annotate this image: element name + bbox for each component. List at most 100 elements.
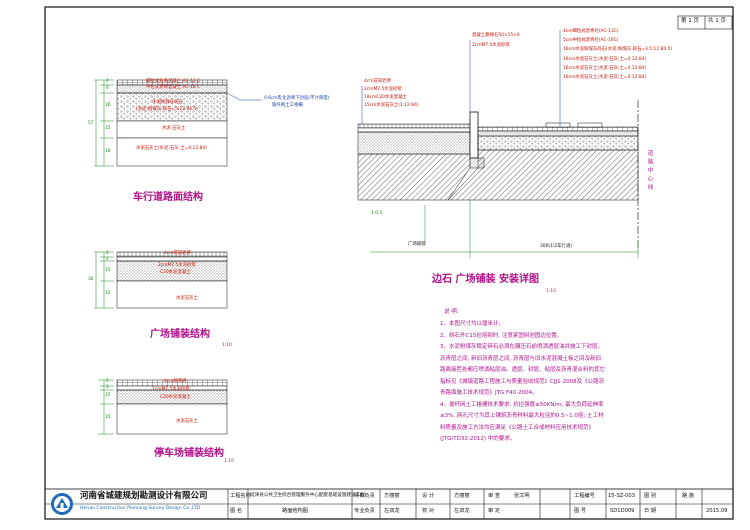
curb-scale: 1:10 [546,289,556,294]
note-line: 1、本图尺寸均以厘米计。 [440,321,505,327]
page-label: 第 1 页 [681,18,699,24]
note-line: 沥青层之间, 新旧沥青层之间, 沥青层与旧水泥混凝土板之间及新旧 [440,355,601,362]
parking-structure-diagram [98,379,228,435]
design-label: 设 计 [422,493,435,499]
road-dim-5: 18 [105,149,111,154]
note-line: (JTG/TD32-2012) 中的要求。 [440,436,516,442]
curb-right-layer-3: 16cm水泥粉煤灰碎石(水泥:粉煤灰:碎石=3.5:12:84.5) [563,47,673,52]
specialty-name: 左双龙 [384,508,400,514]
curb-detail-diagram [357,30,639,258]
note-line: ≤3%, 网孔尺寸为其上铺筑沥青材料最大粒径的0.5~1.0倍; 土工材 [440,413,604,419]
note-line: 指标见《城镇道路工程施工与质量验收规范》CJJ1-2008及《公路沥 [440,378,605,385]
parking-scale: 1:10 [224,459,234,464]
curb-right-layer-2: 5cm中粒式沥青砼(AC-16C) [563,38,619,43]
curb-bottom-left: 广场铺装 [408,242,426,247]
note-line: 4、玻纤网土工格栅技术要求: 抗拉强度≥50KN/m, 最大负荷延伸率 [440,401,604,408]
company-logo-icon [51,493,73,515]
road-layer-5: 水泥石灰土(水泥:石灰:土=4:12:84) [136,146,207,151]
check-name: 左双龙 [454,508,470,514]
type-value: 路 施 [682,493,695,499]
project-name: 延津县公共卫生综合管理服务中心配套基础设施建设工程 [250,493,365,498]
company-name-en: Henan Construction Planning Survey Desig… [80,506,201,511]
road-callout: 0.6cm乳化沥青下封层(不计厚度) [264,96,330,101]
project-no: 15-SZ-003 [608,493,636,499]
note-line: 料质量及施工方法均应满足《公路土工合成材料应用技术规范》 [440,424,595,431]
drawing-no-label: 图 号 [574,508,587,514]
drawing-name: 路面结构图 [282,508,308,514]
plaza-dim-2: 2 [106,257,109,262]
curb-top-label-2: 2cmM7.5水泥砂浆 [472,43,510,48]
plaza-dim-4: 15 [105,291,111,296]
plaza-dim-3: 15 [105,268,111,273]
plaza-scale: 1:10 [222,343,232,348]
plaza-layer-4: 水泥石灰土 [176,296,198,301]
curb-bottom-dim: 300(1/2车行道) [540,244,573,249]
total-pages-label: 共 1 页 [708,18,726,24]
note-line: 路面接茬处都应喷洒粘层油。透层、封层、粘层及沥青混合料的其它 [440,367,606,373]
road-callout-2: 玻纤网土工格栅 [272,103,303,108]
curb-right-layer-1: 4cm细粒式沥青砼(AC-13C) [563,29,619,34]
curb-right-layer-5: 16cm水泥石灰土(水泥:石灰:土=4:12:84) [563,66,647,71]
road-layer-4: 水泥:石灰土 [162,126,186,131]
road-layer-1: 细粒式沥青混凝土 AC-13 C [146,79,201,84]
curb-left-layer-1: 4cm花岗岩砖 [364,79,392,84]
plaza-structure-diagram [94,251,228,309]
parking-dim-4: 15 [105,415,111,420]
road-title: 车行道路面结构 [133,192,203,203]
road-structure-diagram [94,79,262,167]
curb-left-layer-4: 15cm水泥石灰土(1:12:84) [364,103,419,108]
project-no-label: 工程编号 [574,493,595,499]
road-dim-3: 16 [105,103,111,108]
plaza-layer-1: 4cm花岗岩砖 [164,251,192,256]
plaza-layer-3: C20水泥混凝土 [160,270,191,275]
lead-name: 方丽丽 [384,493,400,499]
specialty-label: 专业负责 [354,508,375,514]
road-dim-total: 57 [88,121,94,126]
plaza-dim-1: 4 [106,251,109,256]
plaza-title: 广场铺装结构 [150,329,210,340]
parking-layer-4: 水泥石灰土 [176,419,198,424]
curb-right-layer-4: 16cm水泥石灰土(水泥:石灰:土=4:12:84) [563,57,647,62]
drawing-no: SD1D009 [610,508,635,514]
parking-dim-2: 2 [106,385,109,390]
parking-title: 停车场铺装结构 [154,448,224,459]
parking-layer-3: C20水泥混凝土 [160,395,191,400]
plaza-layer-2: 2cmM7.5水泥砂浆 [158,263,196,268]
curb-title: 边石 广场铺装 安装详图 [432,274,539,285]
curb-left-layer-2: 2cmM7.5水泥砂浆 [364,87,402,92]
curb-top-label-1: 混凝土路缘石50×15×8 [472,33,520,38]
date-value: 2015.09 [706,508,728,514]
road-dim-1: 4 [106,79,109,84]
note-line: 青路面施工技术规范》JTG F40-2004。 [440,390,538,396]
notes-list: 1、本图尺寸均以厘米计。 2、侧石外C15砼培砌时, 注意紧固树池固边位置。 3… [440,321,730,449]
drawing-label: 图 名 [230,508,243,514]
road-dim-2: 6 [106,86,109,91]
review-name: 张文明 [514,493,530,499]
title-block-grid [45,488,733,519]
road-dim-4: 15 [105,126,111,131]
road-layer-3: 水泥粉煤灰碎石 [152,100,183,105]
lead-label: 项目负责 [354,493,375,499]
design-name: 方丽丽 [454,493,470,499]
plaza-dim-total: 36 [88,277,94,282]
note-line: 2、侧石外C15砼培砌时, 注意紧固树池固边位置。 [440,332,563,339]
road-layer-3b: (水泥:粉煤灰:碎石=5:12:84.5) [136,107,198,112]
type-label: 图 别 [644,493,657,499]
road-layer-2: 中粒式沥青混凝土 AC-16 C [146,85,201,90]
review-label: 审 查 [488,493,501,499]
notes-heading: 说 明: [444,309,459,315]
date-label: 日 期 [644,508,657,514]
note-line: 3、水泥粉煤灰稳定碎石必须在碾压石前喷洒透层油并施工下封层。 [440,344,604,350]
curb-slope: 1:0.5 [371,211,383,216]
curb-left-layer-3: 18cmC20水泥混凝土 [364,95,407,100]
company-name-cn: 河南省城建规划勘测设计有限公司 [80,491,208,501]
approve-label: 审 定 [488,508,501,514]
check-label: 校 对 [422,508,435,514]
curb-center-label: 道路中心线 [646,150,653,193]
parking-layer-2: 2cmM7.5水泥砂浆 [152,387,190,392]
parking-layer-1: 6cm植草砖 [164,379,187,384]
parking-dim-1: 6 [106,379,109,384]
parking-dim-3: 15 [105,393,111,398]
page-number-box [677,15,733,30]
